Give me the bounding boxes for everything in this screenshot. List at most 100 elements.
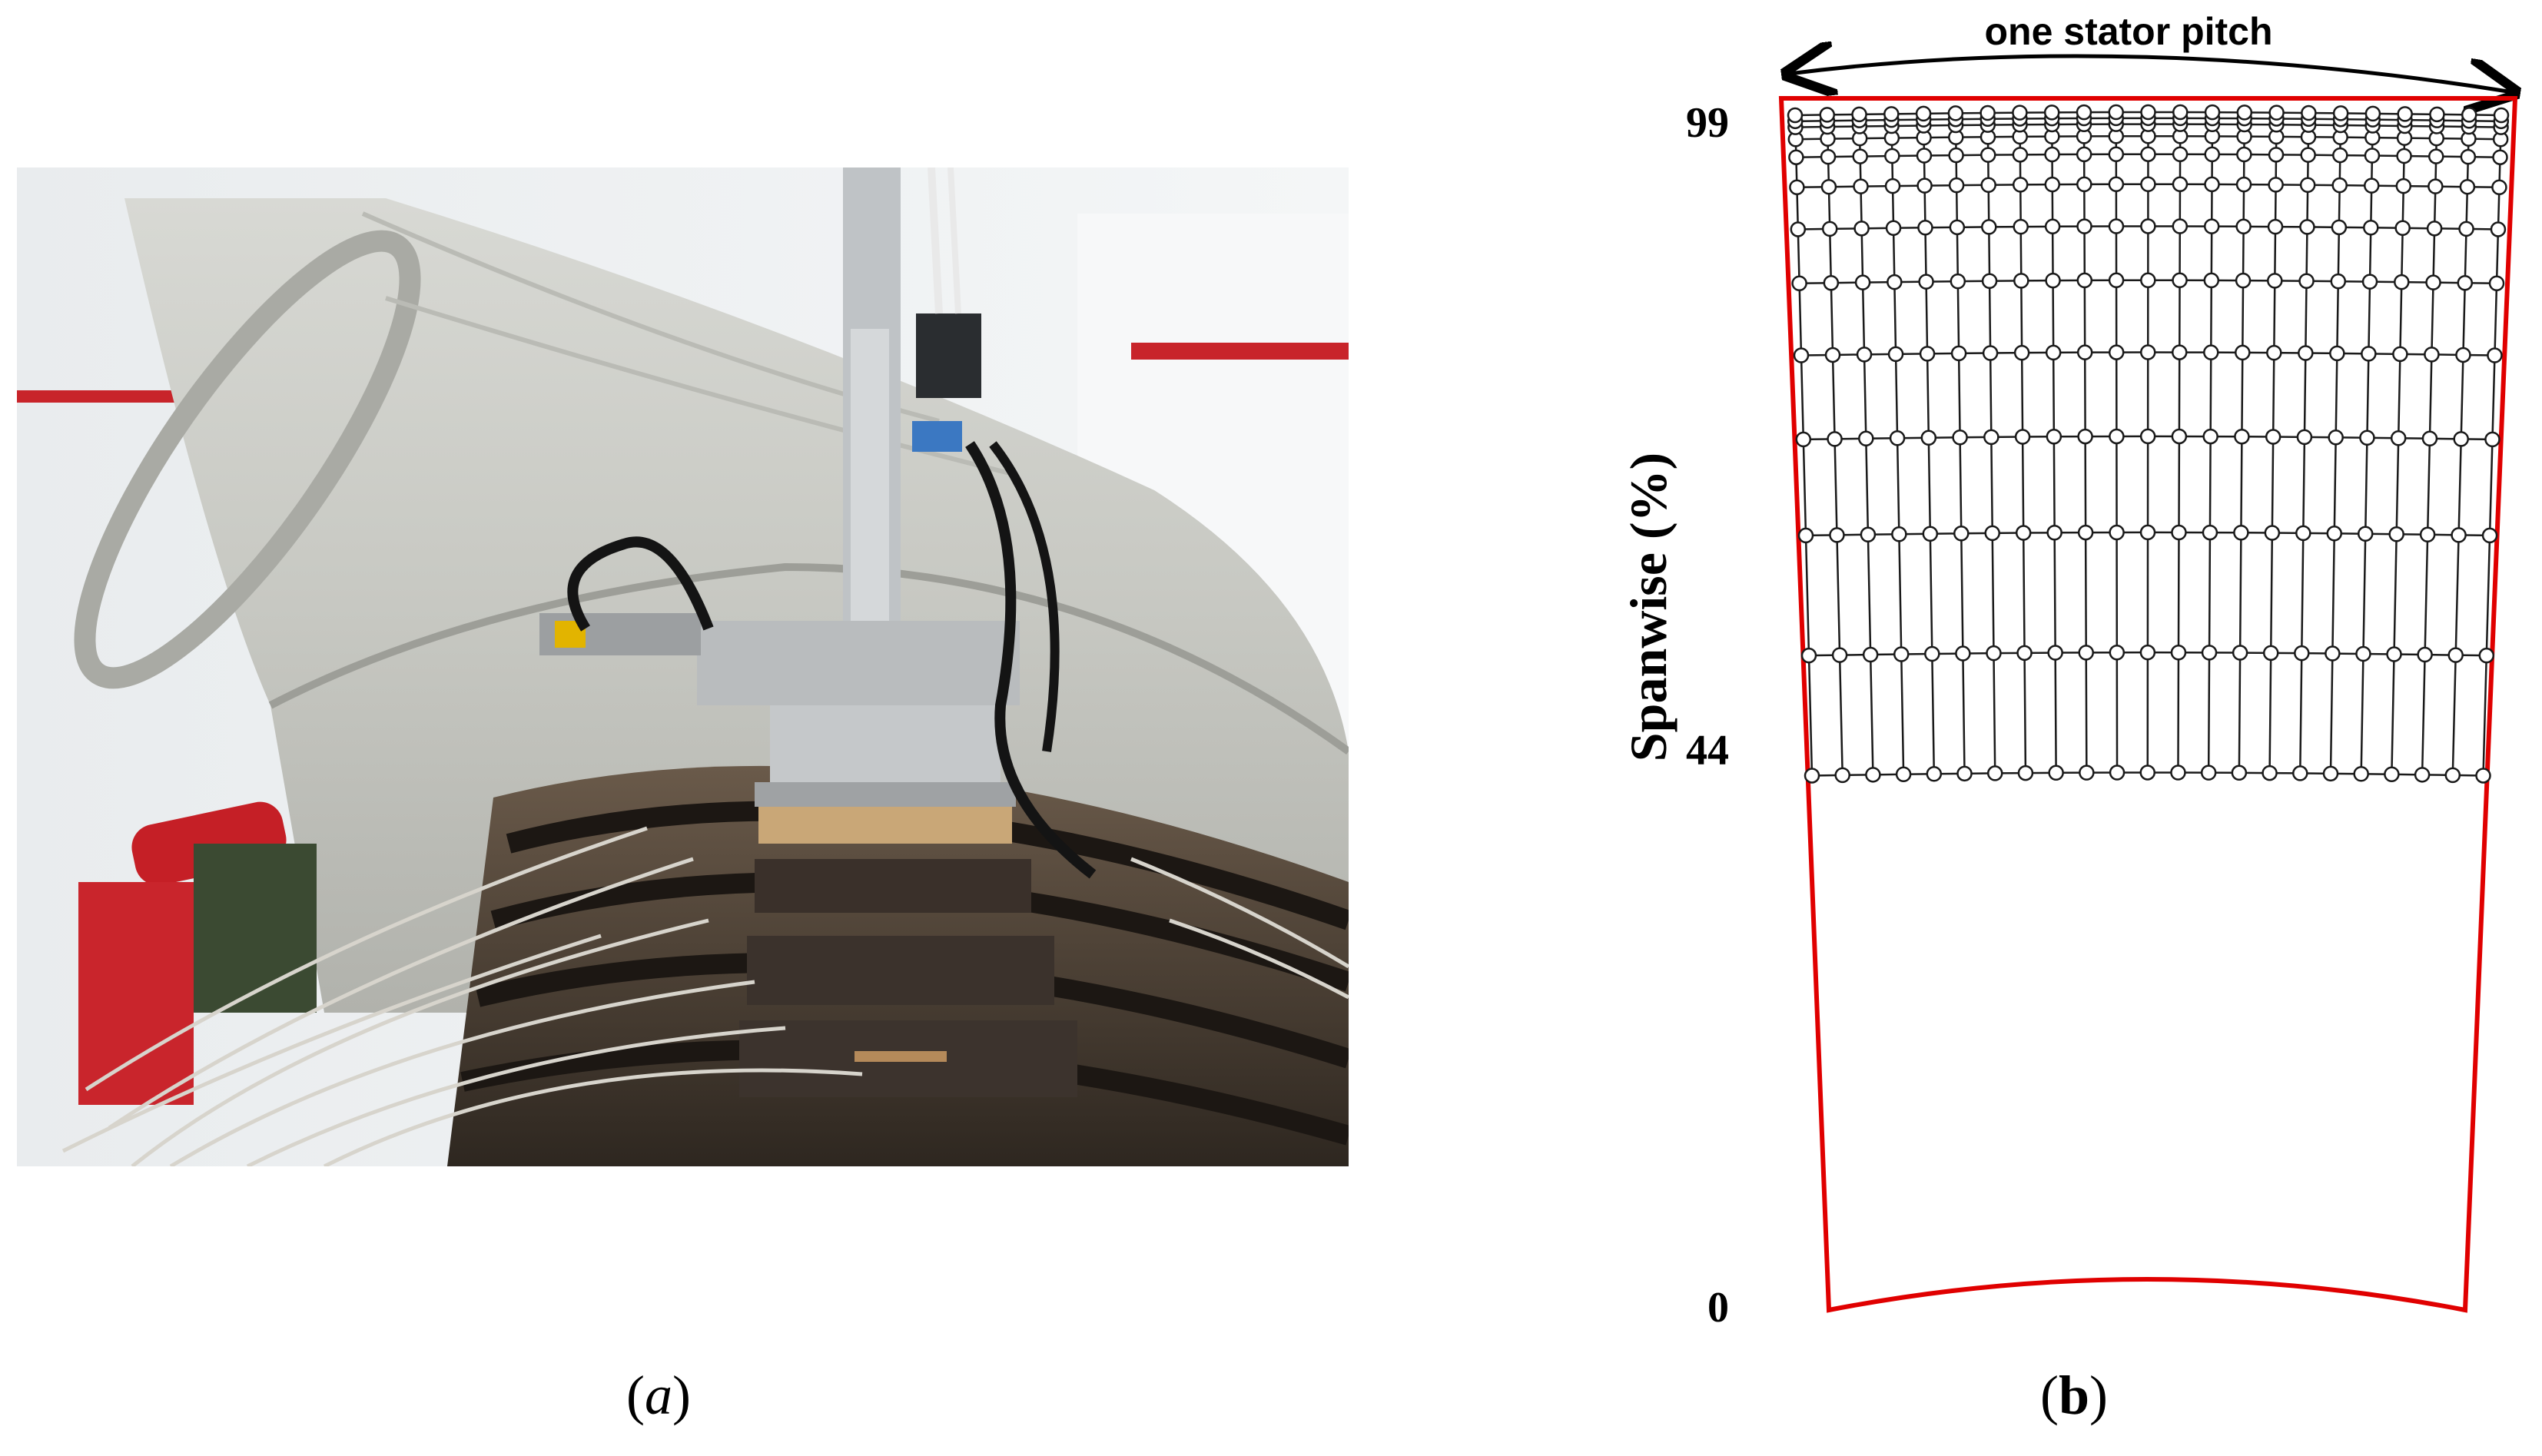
probe-point-7-7 <box>2012 177 2029 193</box>
probe-point-0-20 <box>2414 767 2431 783</box>
probe-point-5-4 <box>1918 274 1934 290</box>
probe-point-8-10 <box>2108 146 2125 162</box>
probe-point-4-12 <box>2171 344 2188 360</box>
probe-point-0-12 <box>2170 764 2186 781</box>
probe-point-4-17 <box>2329 345 2345 362</box>
probe-point-4-8 <box>2045 344 2062 361</box>
probe-point-3-11 <box>2139 428 2156 445</box>
probe-point-1-16 <box>2294 645 2310 662</box>
probe-point-8-21 <box>2460 148 2477 165</box>
pitch-label: one stator pitch <box>1984 10 2272 53</box>
probe-point-3-5 <box>1952 430 1968 446</box>
probe-point-7-10 <box>2108 176 2125 193</box>
probe-point-2-0 <box>1797 527 1814 544</box>
probe-point-8-1 <box>1820 148 1837 165</box>
probe-point-2-6 <box>1984 525 2000 542</box>
probe-point-0-13 <box>2200 764 2217 781</box>
probe-point-6-4 <box>1917 220 1933 236</box>
probe-point-2-20 <box>2419 526 2436 543</box>
probe-point-5-16 <box>2298 273 2315 289</box>
probe-point-7-8 <box>2044 176 2061 193</box>
probe-point-4-5 <box>1950 345 1967 362</box>
probe-point-2-22 <box>2481 527 2498 544</box>
probe-point-6-3 <box>1885 220 1902 237</box>
probe-point-4-11 <box>2139 344 2156 360</box>
probe-point-3-16 <box>2296 429 2313 446</box>
probe-point-1-8 <box>2047 645 2063 661</box>
probe-point-5-0 <box>1791 275 1807 292</box>
probe-point-6-19 <box>2394 220 2411 237</box>
probe-point-2-18 <box>2357 526 2374 542</box>
probe-point-3-7 <box>2014 429 2031 445</box>
probe-point-7-17 <box>2331 177 2348 194</box>
probe-point-6-0 <box>1790 221 1807 237</box>
probe-point-0-9 <box>2079 764 2095 781</box>
probe-point-6-13 <box>2203 218 2220 234</box>
probe-point-5-7 <box>2013 273 2029 289</box>
probe-point-2-12 <box>2171 524 2187 541</box>
probe-point-12-20 <box>2429 106 2445 123</box>
probe-point-2-1 <box>1829 527 1845 543</box>
probe-point-6-12 <box>2172 218 2189 234</box>
probe-point-3-0 <box>1795 431 1812 448</box>
probe-point-0-19 <box>2384 766 2400 783</box>
probe-point-8-5 <box>1948 147 1964 164</box>
probe-point-3-18 <box>2359 430 2375 446</box>
probe-point-0-14 <box>2231 764 2248 781</box>
probe-point-8-13 <box>2204 146 2220 163</box>
y-tick-99: 99 <box>1686 99 1729 147</box>
probe-point-0-8 <box>2048 764 2064 781</box>
probe-point-1-19 <box>2386 646 2402 662</box>
probe-point-5-22 <box>2488 275 2505 292</box>
probe-point-1-14 <box>2232 645 2248 661</box>
probe-point-5-8 <box>2045 272 2061 289</box>
probe-point-12-1 <box>1819 107 1836 123</box>
probe-point-8-0 <box>1788 149 1804 165</box>
probe-point-6-16 <box>2299 219 2315 235</box>
probe-point-4-10 <box>2108 344 2125 360</box>
probe-point-5-13 <box>2203 272 2220 289</box>
probe-point-12-8 <box>2043 104 2060 121</box>
probe-point-6-1 <box>1821 221 1838 237</box>
probe-point-6-10 <box>2108 218 2125 234</box>
probe-point-6-8 <box>2044 218 2061 235</box>
probe-point-7-3 <box>1884 177 1901 194</box>
probe-point-7-11 <box>2140 176 2156 193</box>
probe-point-1-6 <box>1986 645 2002 662</box>
probe-point-1-20 <box>2417 646 2433 663</box>
probe-point-1-12 <box>2170 644 2187 661</box>
probe-point-4-19 <box>2392 346 2408 363</box>
probe-point-4-1 <box>1824 347 1841 363</box>
probe-point-2-7 <box>2015 525 2032 541</box>
probe-point-1-21 <box>2447 647 2464 663</box>
probe-point-1-10 <box>2109 644 2126 661</box>
probe-point-8-15 <box>2268 147 2285 163</box>
probe-point-1-9 <box>2078 645 2094 661</box>
probe-point-5-21 <box>2457 274 2474 291</box>
probe-point-12-0 <box>1787 107 1804 124</box>
probe-point-5-17 <box>2330 273 2347 290</box>
caption-a: (a) <box>626 1365 691 1426</box>
probe-point-0-10 <box>2109 764 2126 781</box>
probe-point-5-3 <box>1887 274 1903 290</box>
probe-point-1-4 <box>1924 645 1940 662</box>
probe-point-12-16 <box>2301 104 2317 121</box>
probe-point-12-6 <box>1980 104 1996 121</box>
probe-point-6-17 <box>2331 219 2348 236</box>
probe-point-3-2 <box>1858 430 1874 447</box>
probe-point-6-15 <box>2267 218 2284 235</box>
probe-point-3-1 <box>1827 431 1843 447</box>
probe-point-4-4 <box>1919 346 1936 362</box>
probe-point-8-9 <box>2076 146 2092 163</box>
probe-point-0-21 <box>2444 767 2461 784</box>
probe-point-0-7 <box>2017 764 2034 781</box>
probe-point-4-18 <box>2361 346 2377 362</box>
probe-point-12-21 <box>2461 107 2477 123</box>
probe-point-4-2 <box>1856 347 1873 363</box>
probe-point-4-6 <box>1982 345 1999 361</box>
probe-point-12-19 <box>2397 106 2413 122</box>
probe-point-0-0 <box>1804 768 1820 784</box>
probe-point-1-0 <box>1800 647 1817 664</box>
probe-point-6-21 <box>2458 221 2474 237</box>
measurement-grid-svg: one stator pitch 99 44 0 Spanwise (%) <box>1619 10 2542 1332</box>
